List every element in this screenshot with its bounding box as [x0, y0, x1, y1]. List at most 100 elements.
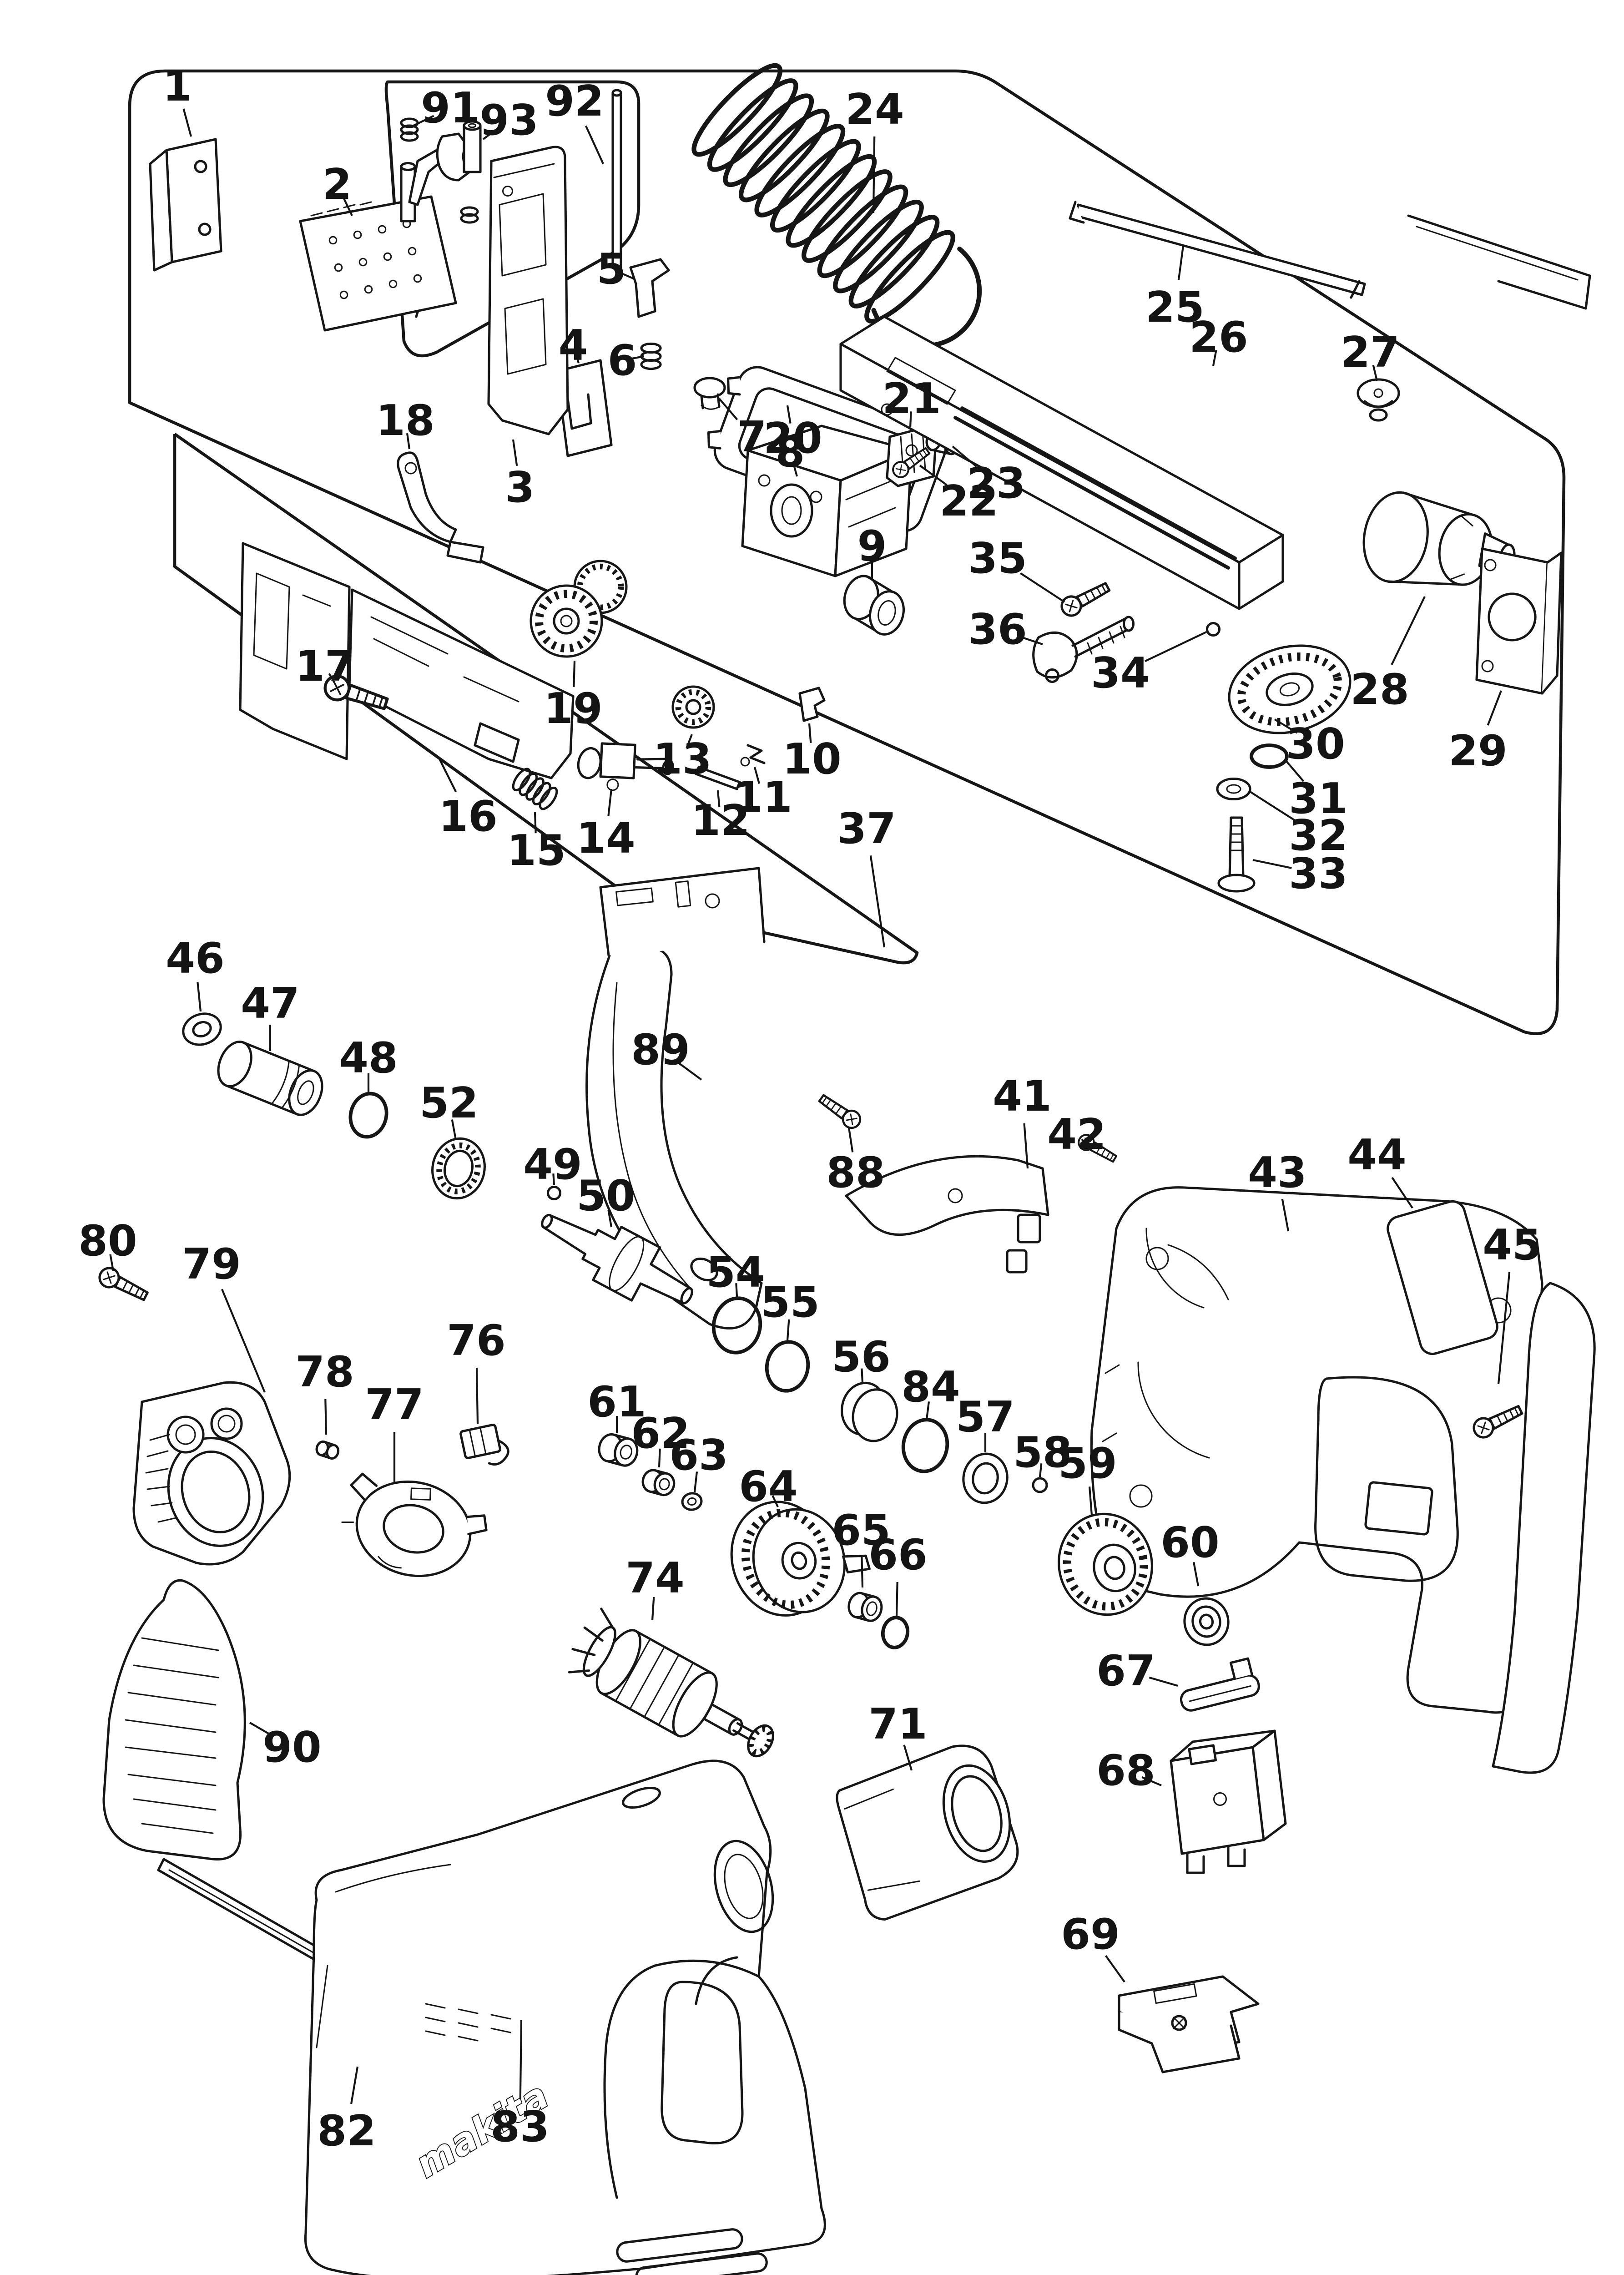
part-33-drawing	[1217, 816, 1256, 893]
part-label-2: 2	[323, 160, 352, 209]
part-9-drawing	[843, 575, 905, 636]
leader-line-74	[651, 1597, 655, 1621]
part-3-drawing	[487, 146, 569, 435]
leader-line-41	[1023, 1123, 1029, 1169]
leader-line-34	[1145, 631, 1207, 662]
part-93-drawing	[436, 120, 482, 224]
leader-line-31	[1285, 759, 1305, 782]
leader-line-6	[632, 355, 645, 360]
leader-line-54	[735, 1283, 738, 1297]
part-label-65: 65	[832, 1506, 890, 1555]
leader-line-59	[1088, 1486, 1093, 1516]
leader-line-88	[847, 1127, 854, 1153]
leader-line-80	[109, 1254, 115, 1271]
part-16-drawing	[239, 542, 575, 779]
part-52-drawing	[431, 1137, 486, 1200]
leader-line-69	[1105, 1955, 1125, 1983]
part-43-drawing	[1090, 1186, 1596, 1774]
part-label-68: 68	[1096, 1746, 1155, 1795]
part-27-drawing	[1357, 378, 1400, 422]
leader-line-13	[686, 734, 693, 748]
part-label-32: 32	[1289, 811, 1347, 860]
part-54-drawing	[711, 1296, 762, 1355]
leader-line-84	[925, 1401, 930, 1420]
part-77-drawing	[341, 1472, 488, 1577]
leader-line-5	[620, 272, 634, 279]
leader-line-83	[519, 2020, 523, 2100]
part-88-drawing	[817, 1091, 864, 1131]
part-56-drawing	[841, 1381, 898, 1442]
part-12-drawing	[695, 766, 741, 790]
leader-line-62	[658, 1448, 661, 1468]
leader-line-19	[573, 660, 576, 687]
leader-line-82	[350, 2066, 359, 2104]
part-61-drawing	[598, 1433, 639, 1467]
part-label-5: 5	[597, 244, 626, 293]
part-68-drawing	[1170, 1729, 1287, 1874]
part-label-34: 34	[1091, 648, 1150, 698]
part-label-91: 91	[421, 83, 479, 132]
part-label-23: 23	[967, 459, 1025, 508]
part-1-drawing	[149, 138, 222, 272]
part-label-27: 27	[1341, 328, 1399, 377]
part-29-drawing	[1475, 547, 1563, 695]
part-71-drawing	[836, 1744, 1019, 1921]
leader-line-93	[482, 128, 498, 140]
leader-line-7	[718, 398, 738, 420]
part-66-drawing	[881, 1616, 910, 1649]
leader-line-18	[406, 433, 411, 450]
leader-line-33	[1252, 859, 1292, 869]
part-67-drawing	[1180, 1657, 1260, 1712]
part-label-15: 15	[507, 826, 565, 875]
leader-line-79	[221, 1289, 266, 1393]
leader-line-76	[475, 1367, 479, 1424]
leader-line-30	[1274, 718, 1298, 734]
part-50-drawing	[541, 1213, 693, 1304]
leader-line-16	[439, 758, 457, 793]
part-label-71: 71	[868, 1699, 927, 1749]
leader-line-22	[919, 465, 948, 486]
part-label-88: 88	[826, 1148, 885, 1197]
part-label-44: 44	[1347, 1130, 1406, 1179]
part-label-43: 43	[1248, 1148, 1306, 1197]
part-label-74: 74	[625, 1553, 684, 1603]
part-label-47: 47	[241, 979, 299, 1028]
part-label-31: 31	[1289, 774, 1347, 823]
part-label-59: 59	[1058, 1439, 1117, 1488]
part-label-35: 35	[968, 534, 1027, 583]
part-label-56: 56	[832, 1332, 890, 1381]
leader-line-29	[1487, 690, 1502, 726]
leader-line-27	[1372, 364, 1378, 381]
part-label-1: 1	[163, 61, 192, 111]
leader-line-92	[585, 125, 604, 164]
leader-line-78	[324, 1399, 328, 1435]
leader-line-37	[869, 855, 886, 948]
part-84-drawing	[901, 1418, 949, 1473]
part-30-drawing	[1228, 644, 1352, 734]
part-label-26: 26	[1189, 313, 1248, 362]
part-label-57: 57	[956, 1392, 1014, 1441]
leader-line-28	[1391, 596, 1426, 665]
part-label-83: 83	[490, 2102, 549, 2151]
leader-line-67	[1149, 1676, 1178, 1687]
leader-line-21	[909, 411, 912, 428]
part-label-29: 29	[1448, 726, 1507, 775]
part-label-21: 21	[882, 374, 941, 423]
part-83-drawing	[304, 1759, 826, 2275]
part-label-80: 80	[78, 1216, 137, 1265]
part-13-drawing	[671, 685, 715, 729]
leader-line-11	[753, 767, 760, 784]
leader-line-10	[808, 723, 812, 743]
leader-line-89	[678, 1062, 702, 1081]
part-78-drawing	[315, 1440, 340, 1460]
part-label-10: 10	[782, 734, 841, 784]
leader-line-8	[792, 462, 798, 477]
part-label-28: 28	[1350, 665, 1409, 714]
leader-line-71	[903, 1744, 913, 1771]
part-label-60: 60	[1160, 1518, 1219, 1567]
part-label-77: 77	[365, 1380, 424, 1429]
leader-line-46	[197, 982, 202, 1012]
leader-line-63	[693, 1471, 698, 1492]
leader-line-68	[1141, 1776, 1162, 1786]
